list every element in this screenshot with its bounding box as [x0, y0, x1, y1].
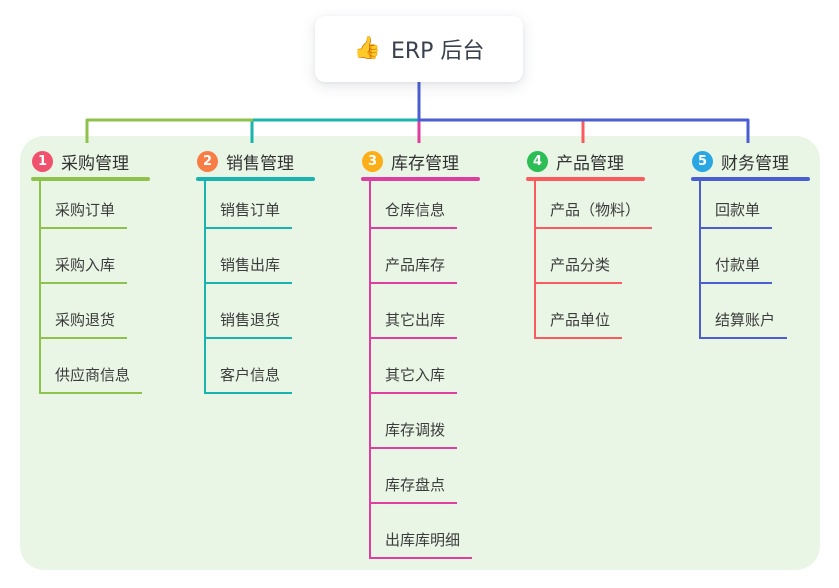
branch-children: 仓库信息 产品库存 其它出库 其它入库 库存调拨 库存盘点 出库库明细 — [369, 174, 473, 559]
child-item[interactable]: 回款单 — [699, 174, 773, 229]
branch-children: 产品（物料） 产品分类 产品单位 — [534, 174, 653, 339]
branch-title: 销售管理 — [226, 153, 294, 174]
child-item[interactable]: 其它出库 — [369, 284, 458, 339]
branch-title: 采购管理 — [61, 153, 129, 174]
child-item[interactable]: 销售订单 — [204, 174, 293, 229]
child-item-label: 采购入库 — [55, 255, 116, 274]
child-item-label: 产品分类 — [550, 255, 611, 274]
branch-sales: 2 销售管理 销售订单 销售出库 销售退货 客户信息 — [196, 0, 358, 588]
branch-product: 4 产品管理 产品（物料） 产品分类 产品单位 — [526, 0, 688, 588]
child-item[interactable]: 仓库信息 — [369, 174, 458, 229]
branches-panel — [20, 136, 820, 570]
branch-header[interactable]: 3 库存管理 — [362, 147, 459, 175]
branch-spine — [534, 181, 536, 339]
branch-underline — [526, 177, 645, 181]
branch-spine — [699, 181, 701, 339]
child-item[interactable]: 客户信息 — [204, 339, 293, 394]
child-item-label: 仓库信息 — [385, 200, 446, 219]
child-item-label: 出库库明细 — [385, 530, 461, 549]
branch-children: 回款单 付款单 结算账户 — [699, 174, 788, 339]
branch-underline — [31, 177, 150, 181]
branch-underline — [691, 177, 810, 181]
child-item-label: 回款单 — [715, 200, 761, 219]
child-item[interactable]: 结算账户 — [699, 284, 788, 339]
branch-purchase: 1 采购管理 采购订单 采购入库 采购退货 供应商信息 — [31, 0, 193, 588]
child-item[interactable]: 产品单位 — [534, 284, 623, 339]
child-item-label: 产品（物料） — [550, 200, 641, 219]
child-item-label: 销售订单 — [220, 200, 281, 219]
branch-number-badge: 4 — [527, 150, 548, 172]
thumbs-up-icon: 👍 — [353, 36, 381, 61]
branch-number-badge: 3 — [362, 150, 383, 172]
root-node-label: ERP 后台 — [390, 39, 485, 64]
root-node[interactable]: 👍 ERP 后台 — [315, 16, 523, 82]
child-item-label: 客户信息 — [220, 365, 281, 384]
child-item-label: 销售出库 — [220, 255, 281, 274]
child-item-label: 库存盘点 — [385, 475, 446, 494]
branch-finance: 5 财务管理 回款单 付款单 结算账户 — [691, 0, 839, 588]
child-item[interactable]: 出库库明细 — [369, 504, 473, 559]
child-item[interactable]: 库存调拨 — [369, 394, 458, 449]
child-item[interactable]: 销售出库 — [204, 229, 293, 284]
child-item-label: 其它入库 — [385, 365, 446, 384]
branch-header[interactable]: 4 产品管理 — [527, 147, 624, 175]
child-item-label: 付款单 — [715, 255, 761, 274]
child-item[interactable]: 产品（物料） — [534, 174, 653, 229]
branch-header[interactable]: 5 财务管理 — [692, 147, 789, 175]
branch-number-badge: 2 — [197, 150, 218, 172]
child-item-label: 产品单位 — [550, 310, 611, 329]
branch-header[interactable]: 1 采购管理 — [32, 147, 129, 175]
child-item[interactable]: 供应商信息 — [39, 339, 143, 394]
child-item[interactable]: 产品库存 — [369, 229, 458, 284]
branch-underline — [196, 177, 315, 181]
branch-title: 库存管理 — [391, 153, 459, 174]
branch-spine — [39, 181, 41, 394]
child-item[interactable]: 其它入库 — [369, 339, 458, 394]
child-item[interactable]: 采购入库 — [39, 229, 128, 284]
child-item-label: 结算账户 — [715, 310, 776, 329]
branch-children: 采购订单 采购入库 采购退货 供应商信息 — [39, 174, 143, 394]
branch-header[interactable]: 2 销售管理 — [197, 147, 294, 175]
child-item[interactable]: 产品分类 — [534, 229, 623, 284]
child-item[interactable]: 库存盘点 — [369, 449, 458, 504]
child-item-label: 采购退货 — [55, 310, 116, 329]
branch-underline — [361, 177, 480, 181]
child-item[interactable]: 采购退货 — [39, 284, 128, 339]
child-item-label: 产品库存 — [385, 255, 446, 274]
child-item-label: 其它出库 — [385, 310, 446, 329]
child-item[interactable]: 销售退货 — [204, 284, 293, 339]
child-item-label: 库存调拨 — [385, 420, 446, 439]
child-item-label: 销售退货 — [220, 310, 281, 329]
branch-inventory: 3 库存管理 仓库信息 产品库存 其它出库 其它入库 库存调拨 库存盘点 出库库… — [361, 0, 523, 588]
child-item[interactable]: 付款单 — [699, 229, 773, 284]
branch-spine — [369, 181, 371, 559]
branch-number-badge: 1 — [32, 150, 53, 172]
branch-children: 销售订单 销售出库 销售退货 客户信息 — [204, 174, 293, 394]
branch-title: 财务管理 — [721, 153, 789, 174]
child-item-label: 供应商信息 — [55, 365, 131, 384]
branch-title: 产品管理 — [556, 153, 624, 174]
branch-number-badge: 5 — [692, 150, 713, 172]
child-item[interactable]: 采购订单 — [39, 174, 128, 229]
branch-spine — [204, 181, 206, 394]
child-item-label: 采购订单 — [55, 200, 116, 219]
